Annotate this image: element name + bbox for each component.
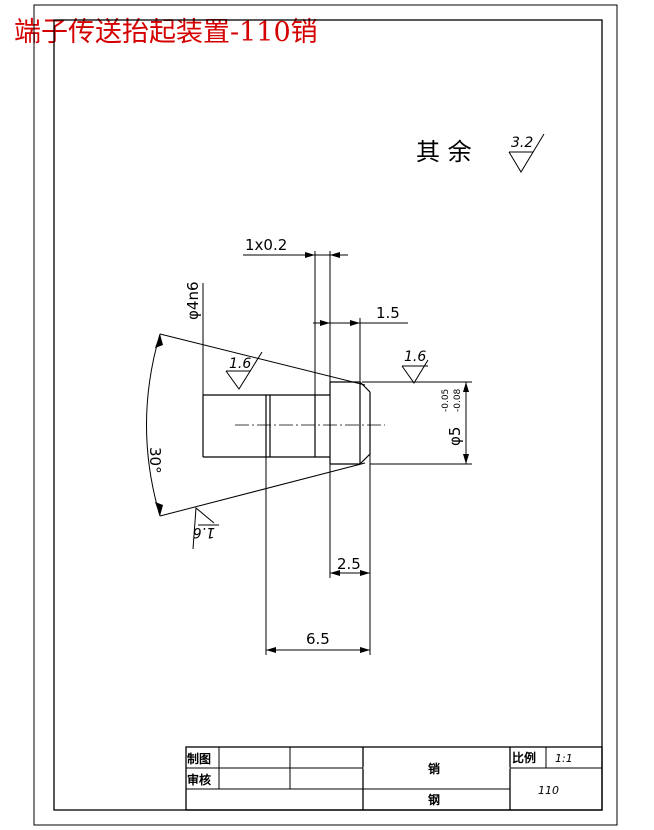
roughness-symbol-general: 3.2 [508,133,545,173]
roughness-symbol-bottom [192,506,219,550]
title-block-drawn-label: 制图 [187,751,211,766]
dim-head-arrow-right [360,570,370,576]
dim-step-label: 1.5 [376,304,400,322]
drawing-title: 端子传送抬起装置-110销 [14,17,318,48]
dim-chamfer-label: 1x0.2 [245,236,287,254]
dim-total-arrow-left [266,647,276,653]
angle-arrow-bottom [155,502,163,516]
title-block-material: 钢 [428,792,440,807]
dim-step [313,318,408,382]
dim-head-label: 2.5 [337,555,361,573]
dim-tol-lower: -0.08 [453,388,463,412]
dim-large-dia [370,381,472,465]
title-block-scale-label: 比例 [512,750,536,765]
dim-tol-upper: -0.05 [441,389,451,412]
angle-construction [146,333,366,517]
roughness-right-value: 1.6 [404,349,426,365]
dim-small-dia-label: φ4n6 [184,282,202,321]
dim-large-dia-label: φ5 [446,427,464,446]
roughness-slope-value: 1.6 [229,356,251,372]
roughness-general-value: 3.2 [511,135,533,151]
surface-note-text: 其 余 [416,138,472,166]
dim-step-arrow-right [350,320,360,326]
angle-label: 30° [146,447,164,474]
dim-step-arrow-left [320,320,330,326]
dim-total [265,457,370,655]
dim-large-dia-arrow-top [463,382,469,392]
title-block-part-name: 销 [428,761,440,776]
angle-arrow-top [155,334,163,348]
dim-total-label: 6.5 [306,630,330,648]
outer-frame [33,4,618,826]
title-block-checked-label: 审核 [187,772,211,787]
part-outline [202,381,371,465]
roughness-bottom-value: 1.6 [193,524,215,540]
dim-total-arrow-right [360,647,370,653]
title-block-drawing-no: 110 [538,784,559,797]
dim-head-arrow-left [330,570,340,576]
roughness-symbol-slope [225,351,263,390]
dim-large-dia-arrow-bottom [463,454,469,464]
title-block [185,746,603,811]
dim-chamfer-arrow-left [305,252,315,258]
title-block-scale-value: 1:1 [555,752,573,765]
dim-chamfer-arrow-right [330,252,340,258]
